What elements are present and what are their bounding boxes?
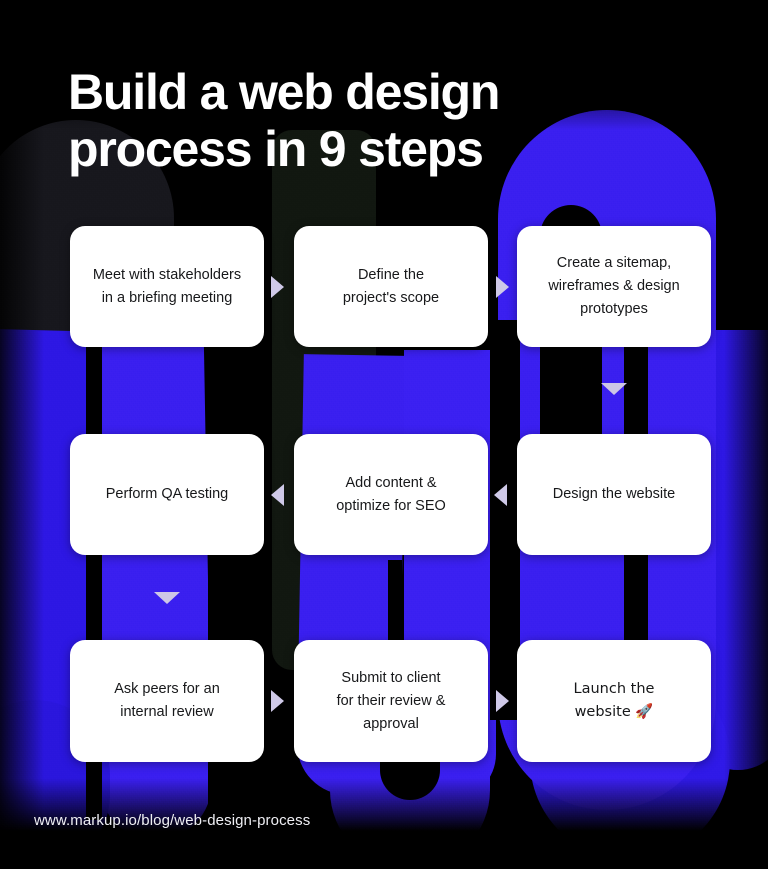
- flow-card-step-7[interactable]: Ask peers for an internal review: [70, 640, 264, 762]
- bg-fade-left: [0, 0, 44, 869]
- arrow-right-icon: [271, 690, 284, 712]
- flow-card-label: Submit to client for their review & appr…: [336, 669, 446, 732]
- flow-card-step-3[interactable]: Create a sitemap, wireframes & design pr…: [517, 226, 711, 347]
- arrow-left-icon: [271, 484, 284, 506]
- bg-gap-4: [490, 320, 520, 720]
- bg-gap-2: [208, 300, 244, 860]
- flow-card-step-4[interactable]: Design the website: [517, 434, 711, 555]
- arrow-right-icon: [271, 276, 284, 298]
- arrow-left-icon: [494, 484, 507, 506]
- arrow-down-icon: [601, 383, 627, 395]
- flow-card-step-5[interactable]: Add content & optimize for SEO: [294, 434, 488, 555]
- page-title: Build a web design process in 9 steps: [68, 64, 708, 178]
- page-title-line-2: process in 9 steps: [68, 121, 484, 177]
- flow-card-label: Create a sitemap, wireframes & design pr…: [548, 255, 680, 317]
- flow-card-label: Ask peers for an internal review: [114, 681, 220, 720]
- bg-fade-top: [0, 0, 768, 130]
- bg-fade-bottom: [0, 778, 768, 869]
- flow-card-label: Add content & optimize for SEO: [336, 474, 446, 514]
- flow-card-label: Design the website: [552, 486, 676, 502]
- flow-card-label: Meet with stakeholders in a briefing mee…: [92, 266, 242, 306]
- footer-url[interactable]: www.markup.io/blog/web-design-process: [34, 812, 311, 829]
- arrow-down-icon: [154, 592, 180, 604]
- page-title-line-1: Build a web design: [68, 64, 500, 120]
- flow-card-step-2[interactable]: Define the project's scope: [294, 226, 488, 347]
- flow-card-label: Define the project's scope: [342, 266, 440, 306]
- flow-card-step-6[interactable]: Perform QA testing: [70, 434, 264, 555]
- arrow-right-icon: [496, 690, 509, 712]
- flow-card-step-9[interactable]: Launch the website 🚀: [517, 640, 711, 762]
- bg-fade-right: [724, 0, 768, 869]
- flow-card-step-1[interactable]: Meet with stakeholders in a briefing mee…: [70, 226, 264, 347]
- arrow-right-icon: [496, 276, 509, 298]
- flow-card-label: Launch the website 🚀: [573, 681, 655, 720]
- flow-card-label: Perform QA testing: [105, 486, 229, 502]
- flow-card-step-8[interactable]: Submit to client for their review & appr…: [294, 640, 488, 762]
